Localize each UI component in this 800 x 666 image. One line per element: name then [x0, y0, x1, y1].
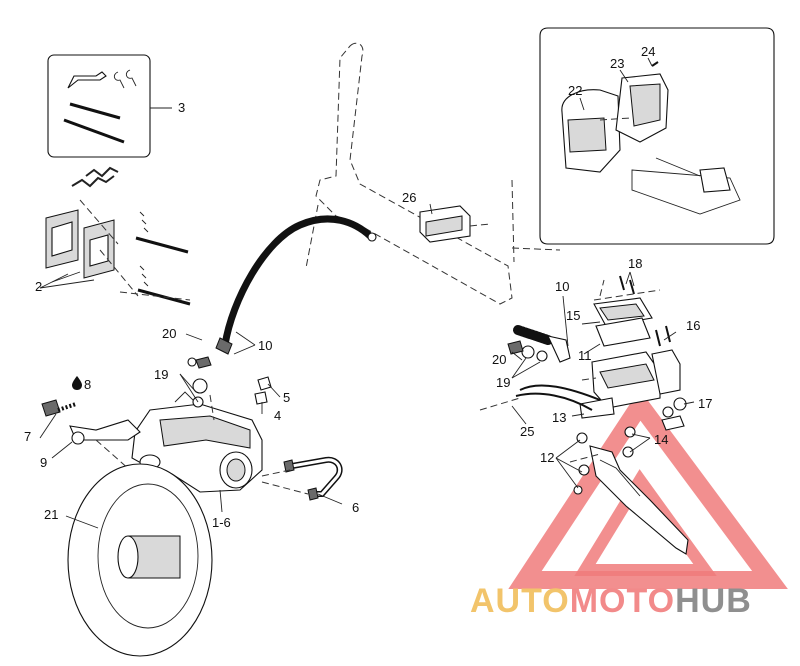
brake-disc [67, 463, 213, 657]
callout-16: 16 [686, 318, 700, 333]
callout-15: 15 [566, 308, 580, 323]
callout-14: 14 [654, 432, 668, 447]
hardware-kit-inset [47, 54, 172, 158]
callout-12: 12 [540, 450, 554, 465]
callout-7: 7 [24, 429, 31, 444]
pin-a [69, 102, 121, 120]
washer-19b-a [521, 345, 535, 359]
watermark-triangle-inner [574, 469, 717, 576]
brake-lever-12 [569, 432, 689, 555]
callout-19-caliper: 19 [154, 367, 168, 382]
callout-6: 6 [352, 500, 359, 515]
oil-drop-icon [72, 376, 82, 390]
pad-spring-a [71, 175, 115, 188]
callout-3: 3 [178, 100, 185, 115]
callout-19-right: 19 [496, 375, 510, 390]
master-cylinder [579, 275, 687, 458]
brake-switch-wire-25 [479, 377, 601, 411]
inset-frame-switch [539, 27, 775, 245]
watermark-triangle-outer [508, 389, 788, 589]
callout-17: 17 [698, 396, 712, 411]
bleed-screw-20a [195, 356, 212, 369]
bleed-valve-4 [254, 391, 268, 405]
pad-pin-upper [135, 236, 189, 254]
callout-20-caliper: 20 [162, 326, 176, 341]
brake-caliper [131, 356, 272, 493]
callout-11: 11 [578, 348, 592, 363]
washer-14b [622, 446, 634, 458]
callout-25: 25 [520, 424, 534, 439]
watermark-auto: AUTOMOTOHUB [470, 582, 752, 620]
callout-26: 26 [402, 190, 416, 205]
callout-10-right: 10 [555, 279, 569, 294]
callout-labels: 3 2 20 10 19 8 5 4 7 9 1-6 6 21 26 10 18… [24, 44, 712, 530]
bleed-screw-20b [507, 340, 524, 355]
callout-10-upper: 10 [258, 338, 272, 353]
inset-frame-kit [47, 54, 151, 158]
callout-8: 8 [84, 377, 91, 392]
callout-24: 24 [641, 44, 655, 59]
diaphragm-11 [595, 317, 651, 347]
callout-2: 2 [35, 279, 42, 294]
callout-21: 21 [44, 507, 58, 522]
switch-housing-inset [539, 27, 775, 245]
handlebar-outline [305, 42, 561, 305]
piston-13 [579, 397, 615, 419]
pin-b [63, 118, 125, 144]
callout-1-6: 1-6 [212, 515, 231, 530]
screws-18 [619, 275, 635, 295]
callout-5: 5 [283, 390, 290, 405]
screw-24 [651, 61, 659, 67]
callout-4: 4 [274, 408, 281, 423]
callout-22: 22 [568, 83, 582, 98]
r-clips [113, 69, 137, 89]
callout-9: 9 [40, 455, 47, 470]
callout-18: 18 [628, 256, 642, 271]
watermark-wordmark: AUTOMOTOHUB [470, 582, 752, 620]
pad-spring-b [85, 166, 119, 178]
callout-13: 13 [552, 410, 566, 425]
cap-5 [257, 376, 272, 391]
brake-hose-upper [221, 215, 374, 349]
hose-fitting-upper [215, 337, 233, 355]
callout-20-right: 20 [492, 352, 506, 367]
washer-19a [192, 378, 208, 394]
watermark-logo [508, 389, 788, 589]
brake-line-6 [261, 456, 343, 501]
connector-26 [419, 205, 491, 243]
brake-hose-right [507, 325, 571, 363]
callout-23: 23 [610, 56, 624, 71]
clamp-16 [651, 349, 681, 395]
washer-14a [624, 426, 636, 438]
spring-clip [67, 71, 107, 89]
leader-lines [39, 57, 695, 529]
caliper-bolt-bracket [41, 399, 141, 471]
bolt-7 [41, 399, 61, 417]
brake-pads [39, 166, 191, 306]
washer-19b-b [536, 350, 548, 362]
